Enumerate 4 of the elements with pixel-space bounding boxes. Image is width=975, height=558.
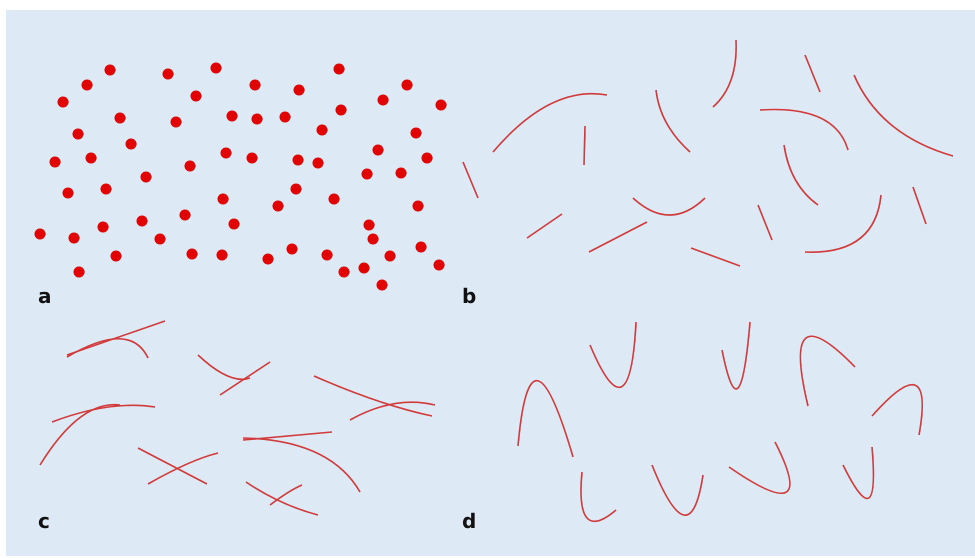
panel-label: b xyxy=(462,286,476,306)
panel-label: d xyxy=(462,511,476,531)
panel-label: a xyxy=(38,286,52,306)
panel-label: c xyxy=(38,511,50,531)
